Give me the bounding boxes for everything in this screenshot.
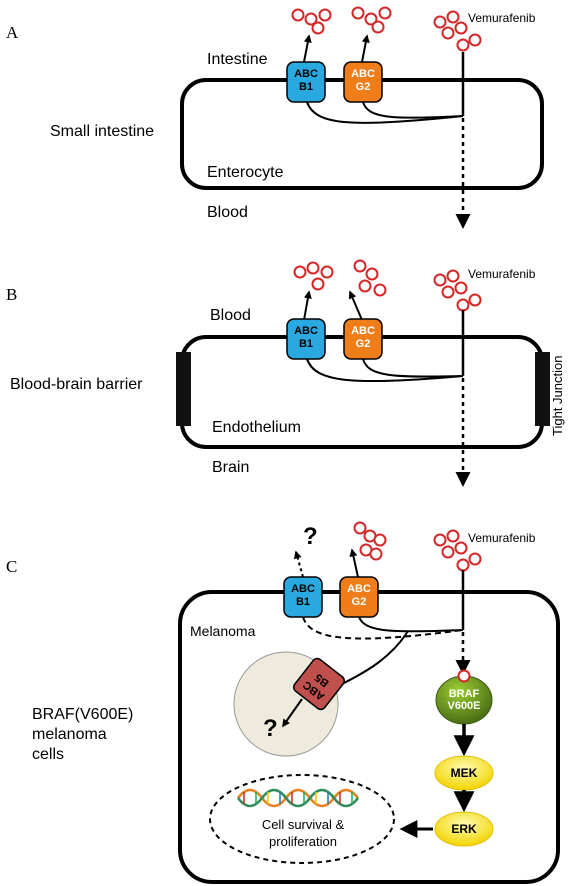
efflux-arrow-b1-c — [293, 550, 304, 578]
tight-junction-right — [535, 352, 550, 426]
drug-molecules-a1 — [291, 8, 332, 35]
cell-label-a: Enterocyte — [207, 164, 284, 181]
recycle-path-b1-c — [302, 616, 464, 640]
recycle-path-g2-b — [362, 358, 464, 378]
erk-node — [434, 811, 494, 847]
path-to-abcb5 — [339, 630, 409, 686]
drug-label-a: Vemurafenib — [468, 11, 536, 25]
erk-label: ERK — [451, 822, 477, 836]
unknown-vesicle-mark: ? — [263, 715, 278, 742]
drug-molecules-b3 — [433, 269, 482, 312]
drug-molecules-c2 — [353, 521, 387, 561]
efflux-arrow-g2-c — [349, 548, 359, 578]
drug-label-b: Vemurafenib — [468, 267, 536, 281]
drug-label-c: Vemurafenib — [468, 531, 536, 545]
panel-c — [178, 521, 560, 884]
panel-c-letter: C — [6, 557, 18, 576]
bottom-compartment-a: Blood — [207, 204, 248, 221]
efflux-arrow-b1-b — [303, 290, 312, 321]
abcb5-transporter — [292, 657, 346, 711]
efflux-arrow-g2-b — [348, 290, 363, 321]
efflux-arrow-g2-a — [361, 34, 370, 63]
bottom-compartment-b: Brain — [212, 459, 250, 476]
tight-junction-left — [176, 352, 191, 426]
drug-molecules-a3 — [433, 10, 482, 52]
recycle-path-g2-a — [362, 101, 464, 119]
unknown-efflux-mark: ? — [303, 523, 318, 550]
recycle-path-g2-c — [358, 616, 464, 633]
panel-b — [176, 259, 550, 487]
tissue-label-b: Blood-brain barrier — [10, 376, 143, 393]
drug-molecules-b2 — [353, 259, 387, 297]
tight-junction-label: Tight Junction — [550, 355, 565, 436]
mek-label: MEK — [450, 766, 478, 780]
cell-label-b: Endothelium — [212, 419, 301, 436]
drug-molecules-a2 — [351, 6, 392, 34]
cell-survival-ellipse — [209, 774, 395, 864]
abcb1-transporter-b — [286, 318, 326, 360]
recycle-path-b1-b — [306, 358, 464, 383]
abcb1-transporter-a — [286, 61, 326, 103]
drug-molecules-c3 — [433, 529, 482, 572]
tissue-label-a: Small intestine — [50, 123, 155, 140]
panel-b-letter: B — [6, 285, 18, 304]
drug-molecules-b1 — [293, 261, 334, 291]
panel-a-letter: A — [6, 23, 19, 42]
top-compartment-a: Intestine — [207, 51, 268, 68]
panel-a — [180, 6, 544, 229]
recycle-path-b1-a — [306, 101, 464, 124]
top-compartment-b: Blood — [210, 307, 251, 324]
drug-bound-braf — [457, 669, 471, 683]
dna-helix-icon — [237, 788, 359, 808]
vesicle-arrow — [282, 698, 303, 728]
cell-label-c: Melanoma — [190, 623, 256, 639]
efflux-arrow-b1-a — [303, 34, 312, 63]
outcome-label: Cell survival &proliferation — [261, 817, 345, 849]
